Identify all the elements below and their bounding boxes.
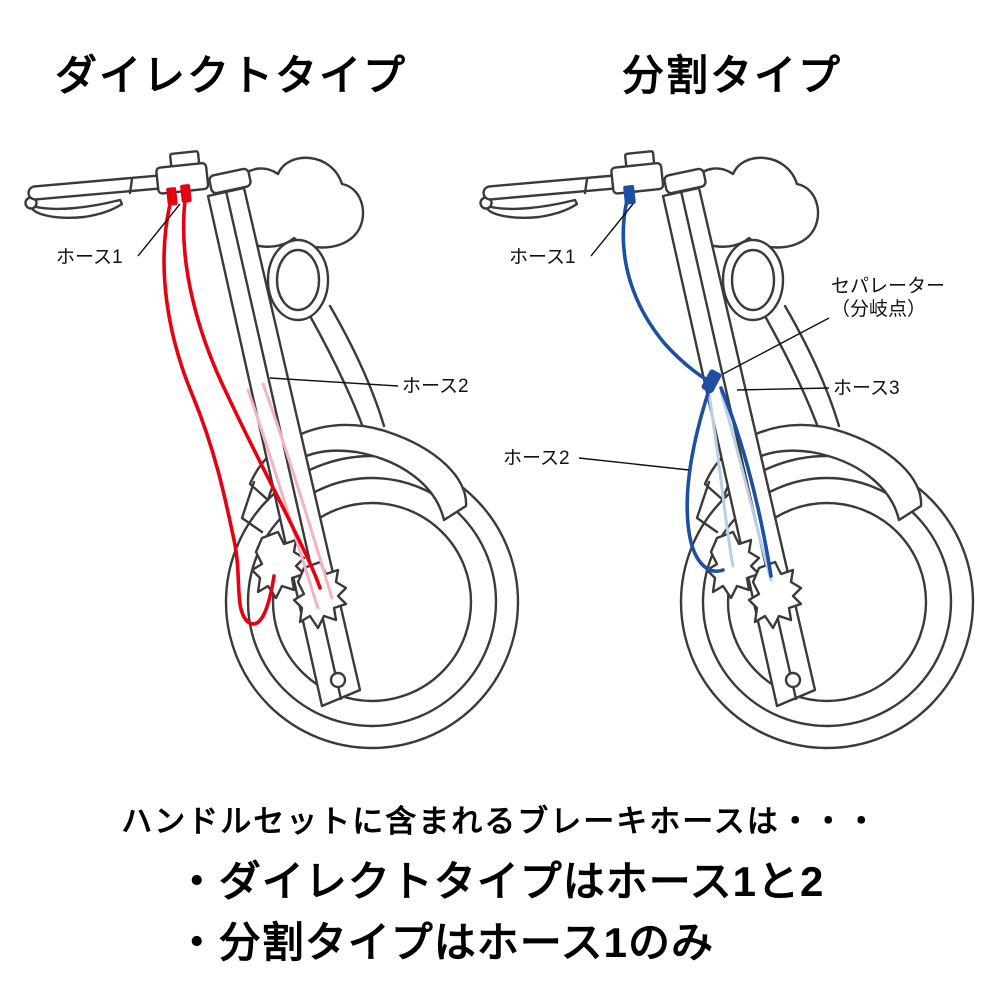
- hose-1-line: [621, 198, 713, 384]
- hose-pale-line2: [707, 392, 735, 568]
- separator-label-line2: （分岐点）: [831, 298, 926, 320]
- direct-type-diagram: ホース1 ホース2: [24, 149, 520, 750]
- hose-2-line: [685, 388, 725, 573]
- split-type-diagram: ホース1 セパレーター （分岐点） ホース3 ホース2: [479, 149, 975, 750]
- leader-line-hose2: [578, 457, 690, 471]
- bullet-direct-type: ・ダイレクトタイプはホース1と2: [175, 858, 825, 905]
- bullet-split-type: ・分割タイプはホース1のみ: [175, 918, 714, 966]
- hose-pale-line1: [246, 388, 320, 610]
- leader-line-hose1: [137, 203, 181, 257]
- hose-3-label: ホース3: [833, 378, 900, 399]
- hose-pale-line2: [261, 382, 334, 600]
- footer-intro-text: ハンドルセットに含まれるブレーキホースは・・・: [121, 804, 879, 839]
- leader-line-hose2: [269, 377, 399, 387]
- separator-label-line1: セパレーター: [831, 275, 945, 297]
- front-fork-illustration: [24, 149, 520, 750]
- hose-pale-line1: [719, 390, 773, 582]
- hose-2-line: [181, 198, 322, 590]
- hose-fitting-1: [623, 185, 636, 205]
- leader-line-hose3: [736, 387, 830, 391]
- hose-1-label: ホース1: [509, 247, 576, 268]
- separator-block: [701, 369, 722, 393]
- hose-2-label: ホース2: [402, 376, 469, 397]
- hose-fitting-2: [180, 184, 192, 203]
- title-direct-type: ダイレクトタイプ: [55, 52, 408, 99]
- leader-line-separator: [722, 317, 830, 375]
- hose-2-label: ホース2: [503, 448, 570, 469]
- leader-line-hose1: [590, 203, 634, 257]
- hose-1-line: [162, 202, 276, 626]
- title-split-type: 分割タイプ: [622, 52, 843, 99]
- hose-1-label: ホース1: [56, 247, 123, 268]
- hose-3-line: [719, 386, 773, 578]
- hose-fitting-1: [166, 187, 178, 206]
- footer-bullet-list: ・ダイレクトタイプはホース1と2 ・分割タイプはホース1のみ: [0, 852, 1000, 974]
